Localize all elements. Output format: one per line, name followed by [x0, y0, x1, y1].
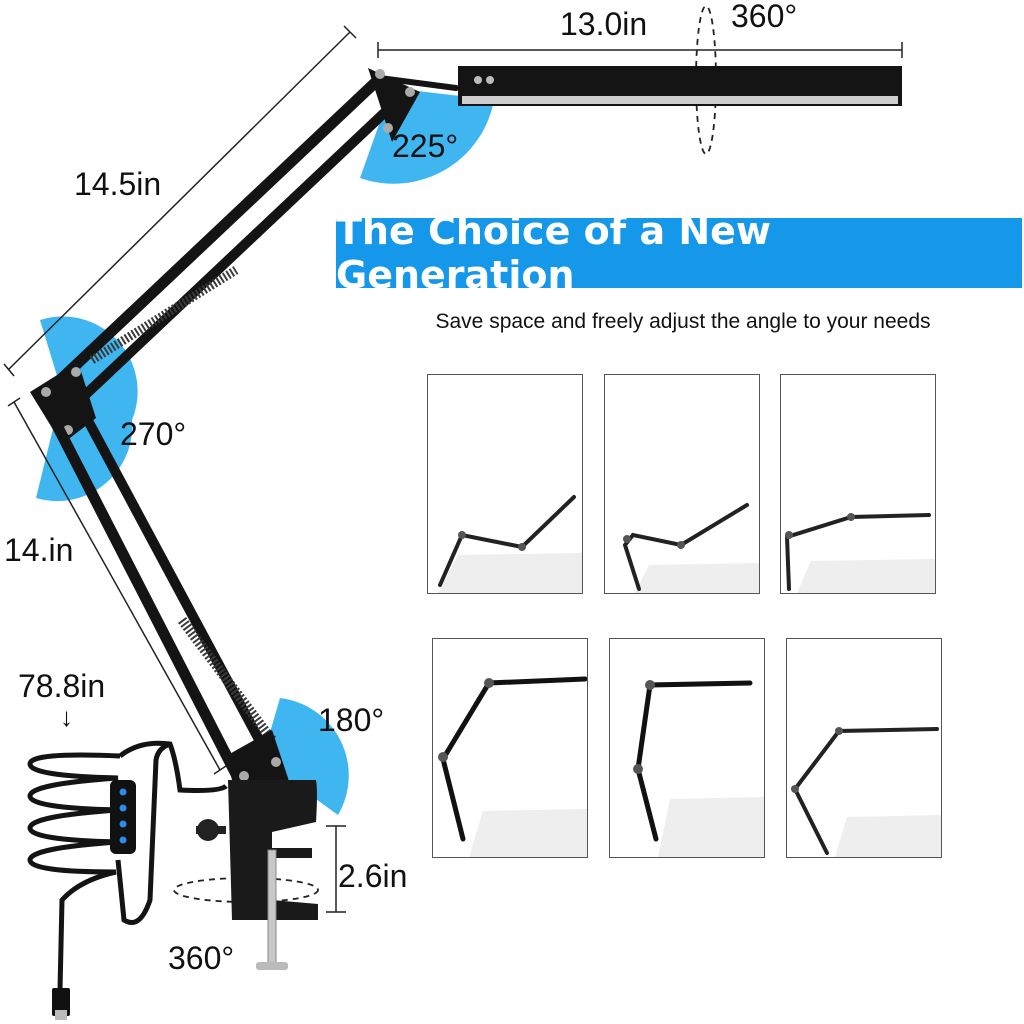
head-joint-angle-label: 225° — [392, 128, 459, 164]
thumbnail-pose-2 — [604, 374, 760, 594]
elbow-angle-label: 270° — [120, 416, 187, 452]
base-angle-label: 180° — [318, 702, 385, 738]
upper-arm-length-label: 14.5in — [74, 166, 162, 202]
clamp-screw — [267, 849, 277, 969]
head-length-label: 13.0in — [560, 6, 648, 42]
headline-text: The Choice of a New Generation — [336, 209, 771, 297]
headline-banner: The Choice of a New Generation — [336, 209, 1022, 297]
base-joint-arc — [262, 698, 349, 815]
lower-spring — [178, 617, 276, 743]
thumbnail-pose-3 — [780, 374, 936, 594]
cable-arrow: ↓ — [60, 702, 73, 732]
thumbnail-pose-1 — [427, 374, 583, 594]
clamp-opening-label: 2.6in — [338, 858, 408, 894]
upper-spring — [89, 266, 239, 364]
coiled-cable — [27, 740, 228, 991]
lower-arm-length-label: 14.in — [4, 532, 74, 568]
subtitle-text: Save space and freely adjust the angle t… — [435, 310, 931, 333]
thumbnail-pose-6 — [786, 638, 942, 858]
inline-controller — [110, 780, 136, 854]
thumbnail-pose-5 — [609, 638, 765, 858]
clamp-rotation-label: 360° — [168, 940, 235, 976]
cable-length-label: 78.8in — [18, 668, 106, 704]
dimension-lines — [3, 25, 903, 913]
usb-plug — [52, 988, 70, 1016]
head-rotation-label: 360° — [731, 0, 798, 34]
thumbnail-pose-4 — [432, 638, 588, 858]
